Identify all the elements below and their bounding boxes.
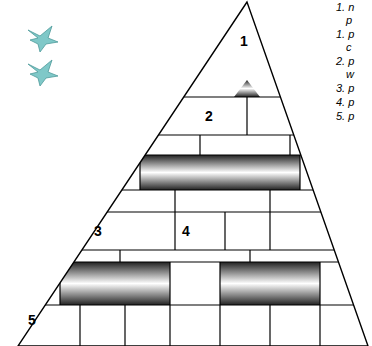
note-text: 4. p bbox=[336, 97, 354, 108]
pyramid-border bbox=[18, 2, 368, 346]
bird-icon bbox=[28, 26, 58, 86]
callout-number: 5 bbox=[28, 313, 36, 327]
note-text: w bbox=[346, 69, 354, 80]
pyramid-grid bbox=[0, 97, 372, 346]
callout-number: 3 bbox=[94, 224, 102, 238]
callout-number: 4 bbox=[182, 224, 190, 238]
note-text: p bbox=[346, 15, 352, 26]
pyramid-outline bbox=[18, 2, 368, 346]
pyramid-bands bbox=[60, 80, 320, 305]
note-text: 3. p bbox=[336, 83, 354, 94]
note-text: 1. n bbox=[336, 2, 354, 13]
note-text: 2. p bbox=[336, 56, 354, 67]
note-text: c bbox=[346, 42, 352, 53]
callout-number: 2 bbox=[205, 109, 213, 123]
note-text: 1. p bbox=[336, 29, 354, 40]
note-text: 5. p bbox=[336, 111, 354, 122]
callout-number: 1 bbox=[240, 34, 248, 48]
